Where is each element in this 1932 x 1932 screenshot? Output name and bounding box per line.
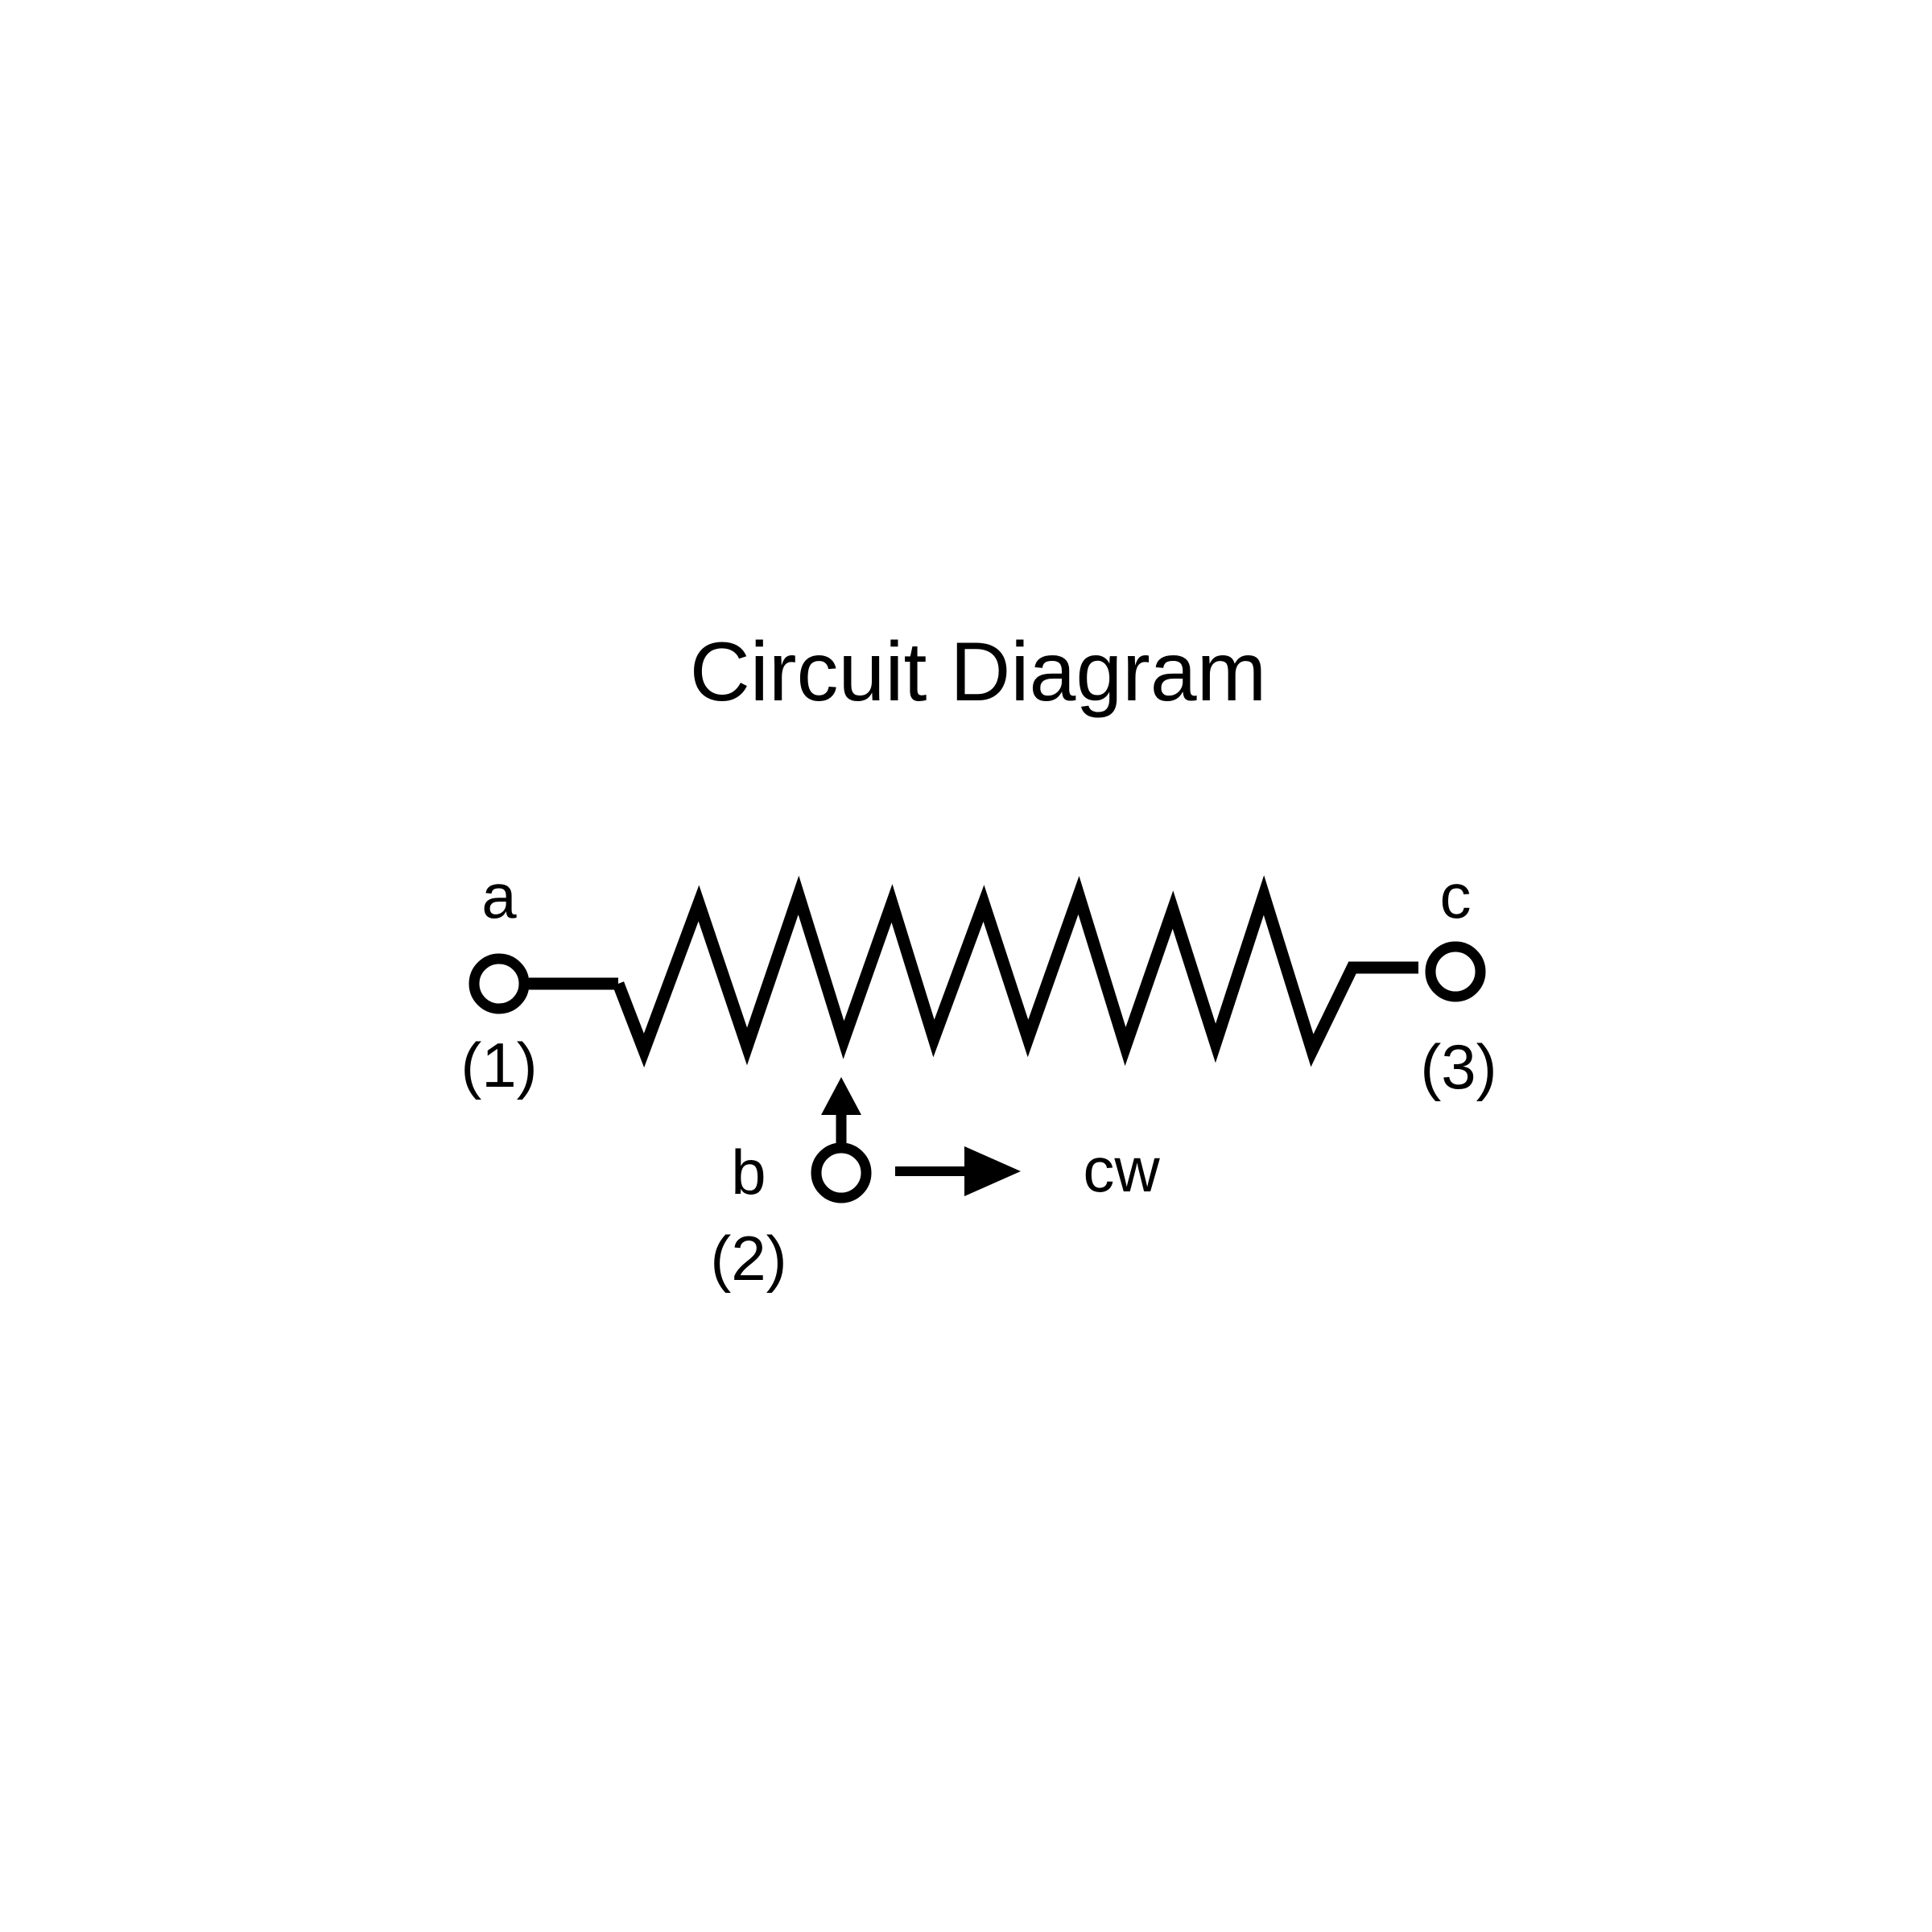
terminal-c-circle (1425, 941, 1486, 1002)
clockwise-label: cw (1083, 1134, 1160, 1205)
terminal-b-circle (811, 1142, 872, 1203)
pin-2-label: (2) (710, 1223, 786, 1294)
diagram-title: Circuit Diagram (690, 625, 1267, 719)
pin-1-label: (1) (460, 1030, 537, 1100)
cw-arrowhead (964, 1146, 1021, 1196)
terminal-a-circle (469, 953, 530, 1014)
resistor-zigzag (613, 875, 1418, 1068)
terminal-b-label: b (731, 1137, 766, 1208)
pin-3-label: (3) (1420, 1031, 1496, 1102)
terminal-a-label: a (481, 861, 517, 931)
terminal-c-label: c (1440, 861, 1472, 931)
wiper-arrowhead (821, 1077, 861, 1115)
